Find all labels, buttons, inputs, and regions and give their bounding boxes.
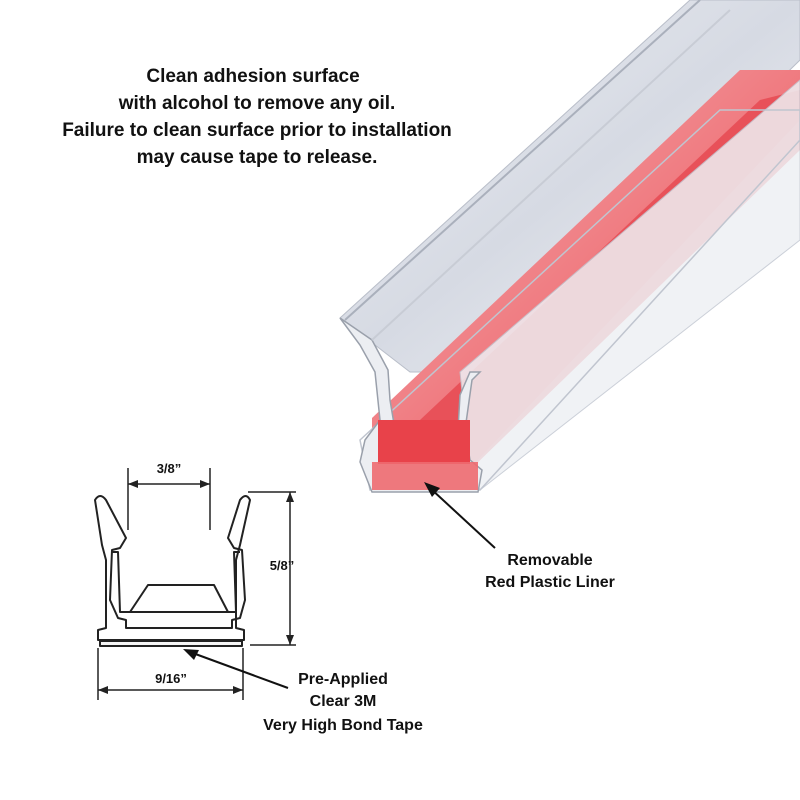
- dimension-opening-label: 3/8”: [157, 461, 182, 476]
- tape-callout-line: Very High Bond Tape: [263, 717, 423, 734]
- instruction-line: with alcohol to remove any oil.: [118, 93, 396, 114]
- tape-callout-line: Pre-Applied: [298, 671, 388, 688]
- profile-outline: [94, 495, 251, 641]
- channel-product-image: [339, 0, 800, 493]
- liner-callout-arrow: [424, 482, 496, 549]
- red-liner-end: [378, 420, 470, 464]
- liner-callout-line: Removable: [507, 552, 592, 569]
- dimension-base-label: 9/16”: [155, 671, 187, 686]
- profile-cross-section: [94, 495, 251, 647]
- lip-highlight: [344, 0, 701, 321]
- red-liner-base-end: [372, 462, 478, 490]
- liner-callout-line: Red Plastic Liner: [485, 574, 615, 591]
- tape-callout-line: Clear 3M: [310, 693, 377, 710]
- instruction-line: Clean adhesion surface: [146, 66, 359, 87]
- tape-callout-arrow: [183, 649, 289, 689]
- lip-highlight: [371, 9, 731, 341]
- dimension-base: [97, 648, 244, 700]
- profile-tape: [99, 640, 243, 647]
- channel-back-wall: [339, 0, 800, 373]
- instruction-line: may cause tape to release.: [137, 147, 378, 168]
- instruction-line: Failure to clean surface prior to instal…: [62, 120, 452, 141]
- profile-liner: [129, 584, 229, 613]
- installation-instructions: Clean adhesion surface with alcohol to r…: [62, 66, 452, 168]
- dimension-height: [248, 491, 296, 646]
- dimension-opening: [127, 468, 211, 530]
- channel-base: [359, 109, 800, 491]
- dimension-height-label: 5/8”: [270, 558, 295, 573]
